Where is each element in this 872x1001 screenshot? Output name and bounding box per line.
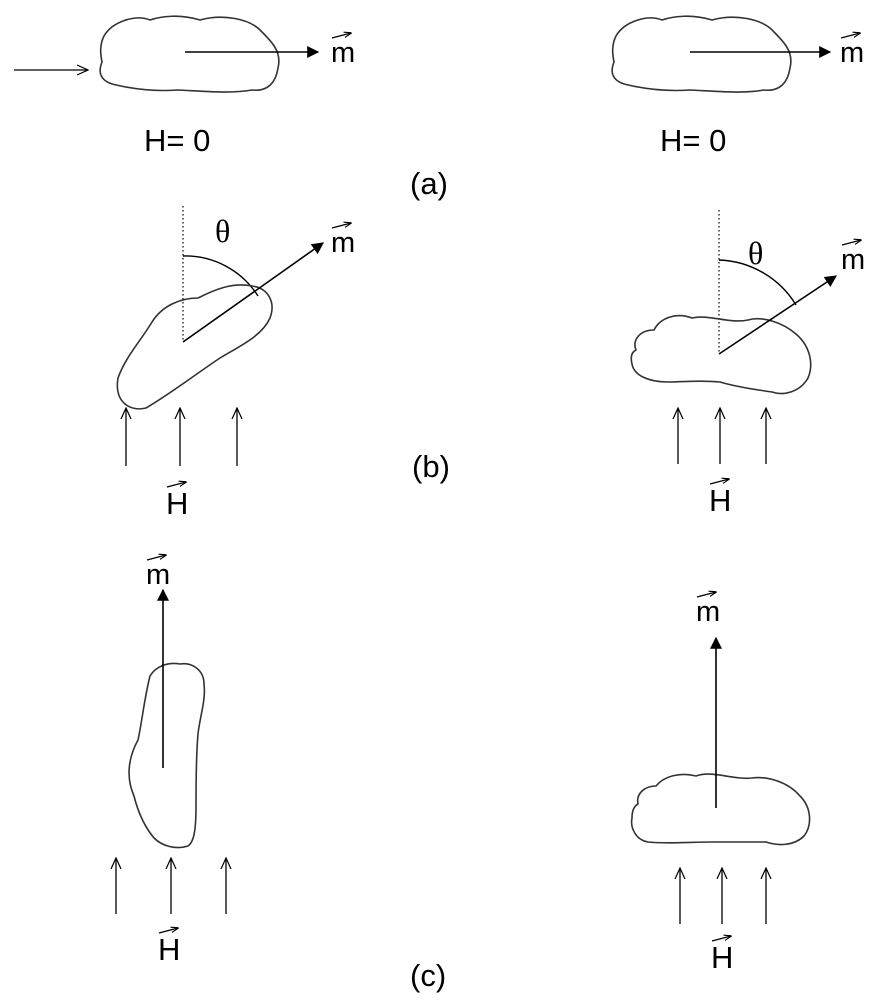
particle-c-left [128,662,206,849]
particle-a-left [99,15,280,93]
svg-text:m: m [840,37,864,69]
panel-b-caption: (b) [412,449,450,484]
h-zero-label-left: H= 0 [144,123,210,158]
panel-a: m H= 0 m H= 0 (a) [14,15,864,201]
h-label-b-right: H [709,479,731,518]
svg-text:m: m [146,559,170,591]
h-label-b-left: H [166,482,188,521]
particle-a-right [611,15,792,93]
svg-text:m: m [696,596,720,628]
h-label-c-right: H [711,936,733,975]
panel-b: θ m H θ m H (b) [116,206,865,521]
svg-text:m: m [841,244,865,276]
m-label-b-right: m [841,240,865,276]
particle-b-left [116,284,273,410]
panel-a-caption: (a) [410,166,448,201]
svg-text:H: H [711,940,733,975]
panel-c: m H m H (c) [116,555,811,993]
angle-arc-b-right [718,259,797,306]
svg-text:H: H [166,486,188,521]
m-label-a-right: m [840,33,864,69]
svg-text:H: H [158,932,180,967]
moment-arrow-b-right [718,275,837,355]
particle-c-right [630,773,811,846]
h-zero-label-right: H= 0 [660,123,726,158]
angle-arc-b-left [182,255,259,297]
theta-label-b-right: θ [748,235,763,271]
svg-text:m: m [331,227,355,259]
m-label-c-right: m [696,592,720,628]
svg-text:m: m [331,37,355,69]
theta-label-b-left: θ [215,213,230,249]
panel-c-caption: (c) [410,958,446,993]
m-label-c-left: m [146,555,170,591]
particle-b-right [630,314,812,395]
h-label-c-left: H [158,928,180,967]
svg-text:H: H [709,483,731,518]
moment-arrow-b-left [182,242,324,343]
m-label-b-left: m [331,223,355,259]
m-label-a-left: m [331,33,355,69]
